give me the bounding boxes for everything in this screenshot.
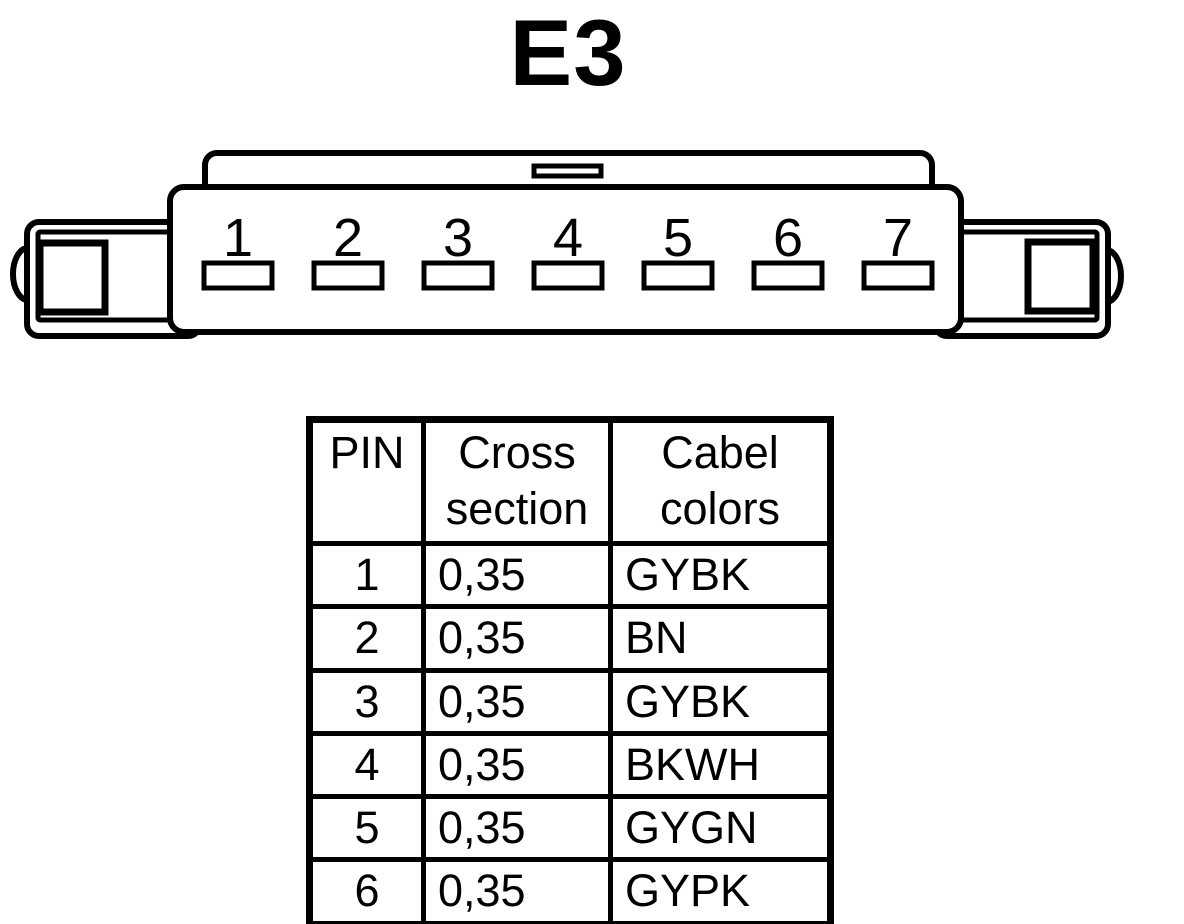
pin-cell: 5 (307, 793, 426, 863)
table-row: 4 0,35 BKWH (307, 730, 833, 800)
pin-slot-5 (641, 260, 715, 291)
pin-label-4: 4 (553, 208, 583, 268)
connector-title: E3 (509, 0, 627, 105)
pin-slot-3 (421, 260, 495, 291)
table-row: 2 0,35 BN (307, 604, 833, 673)
pin-label-3: 3 (443, 208, 473, 268)
cable-color-cell: GYGN (608, 793, 833, 863)
pin-slot-2 (311, 260, 385, 291)
tab-slot (531, 163, 604, 179)
pin-slot-4 (531, 260, 605, 291)
header-cross-section: Cross section (421, 417, 613, 546)
cable-color-cell: BN (608, 604, 833, 673)
pinout-table: PIN Cross section Cabel colors 1 0,35 GY… (306, 416, 834, 924)
pin-label-1: 1 (223, 208, 253, 268)
cross-section-cell: 0,35 (421, 793, 613, 863)
right-ear-square (1024, 238, 1097, 315)
cable-color-cell: GYPK (608, 857, 833, 924)
pin-cell: 1 (307, 540, 426, 610)
pin-slot-6 (751, 260, 825, 291)
cross-section-cell: 0,35 (421, 730, 613, 800)
header-cable-colors: Cabel colors (608, 417, 833, 546)
pin-cell: 4 (307, 730, 426, 800)
pin-cell: 2 (307, 604, 426, 673)
cable-color-cell: GYBK (608, 667, 833, 736)
table-row: 3 0,35 GYBK (307, 667, 833, 736)
table-row: 1 0,35 GYBK (307, 540, 833, 610)
pin-label-6: 6 (773, 208, 803, 268)
table-row: 5 0,35 GYGN (307, 793, 833, 863)
pin-slot-1 (201, 260, 275, 291)
cross-section-cell: 0,35 (421, 857, 613, 924)
cross-section-cell: 0,35 (421, 667, 613, 736)
pin-cell: 3 (307, 667, 426, 736)
connector-body (167, 184, 964, 335)
cross-section-cell: 0,35 (421, 540, 613, 610)
connector-drawing: 1 2 3 4 5 6 7 (10, 150, 1124, 339)
pin-slot-7 (861, 260, 935, 291)
table-header-row: PIN Cross section Cabel colors (307, 417, 833, 546)
header-pin: PIN (307, 417, 426, 546)
pin-cell: 6 (307, 857, 426, 924)
cable-color-cell: GYBK (608, 540, 833, 610)
table-row: 6 0,35 GYPK (307, 857, 833, 924)
pin-label-7: 7 (883, 208, 913, 268)
left-ear-square (36, 239, 109, 316)
cable-color-cell: BKWH (608, 730, 833, 800)
pin-label-2: 2 (333, 208, 363, 268)
pin-label-5: 5 (663, 208, 693, 268)
cross-section-cell: 0,35 (421, 604, 613, 673)
